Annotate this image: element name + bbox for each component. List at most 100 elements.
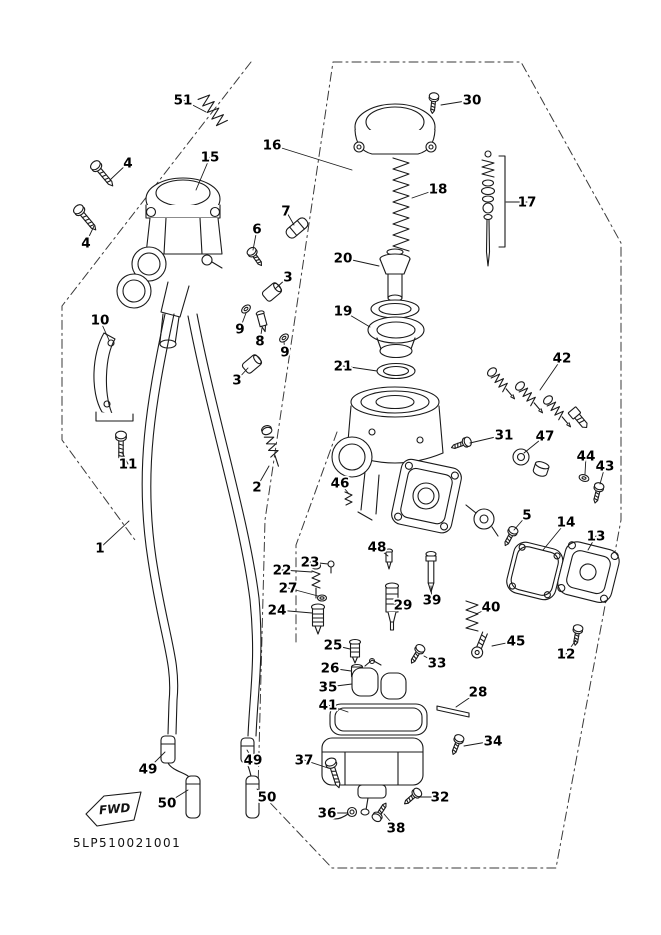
callout-18: 18 [429, 182, 448, 198]
leader-line-4 [85, 225, 95, 244]
callout-22: 22 [273, 563, 292, 579]
leader-line-25 [332, 644, 351, 650]
pin-28 [436, 705, 470, 718]
callout-43: 43 [596, 459, 615, 475]
leader-line-41 [327, 704, 349, 713]
leader-line-4 [109, 162, 129, 181]
callout-50: 50 [258, 790, 277, 806]
leader-line-5 [513, 514, 528, 531]
screw-33 [406, 642, 427, 667]
pilot-jet-25 [348, 638, 362, 664]
callout-27: 27 [279, 581, 298, 597]
screw-30 [426, 91, 440, 115]
callout-12: 12 [557, 647, 576, 663]
diaphragm-boot-19 [367, 316, 425, 359]
left-carburetor-assembly [116, 177, 223, 349]
leader-line-9 [283, 341, 286, 353]
pilot-screw-set [310, 560, 335, 635]
callout-13: 13 [587, 529, 606, 545]
callout-3: 3 [232, 373, 241, 389]
callout-leader-lines [85, 99, 606, 829]
leader-line-38 [383, 813, 397, 829]
callout-33: 33 [428, 656, 447, 672]
leader-line-44 [584, 455, 587, 475]
leader-line-24 [276, 609, 313, 614]
oring-9a [241, 304, 251, 314]
callout-16: 16 [263, 138, 282, 154]
leader-line-21 [342, 365, 378, 372]
diaphragm-assembly-20 [370, 248, 420, 319]
screw-43 [589, 481, 606, 505]
oring-9b [279, 333, 289, 343]
leader-line-22 [281, 569, 313, 573]
leader-line-11 [121, 451, 129, 465]
screw-4a [88, 158, 118, 190]
fuel-hoses [141, 313, 262, 819]
leader-line-15 [195, 156, 211, 191]
screw-31 [449, 435, 474, 453]
jet-8 [255, 310, 268, 333]
leader-line-30 [440, 99, 473, 106]
leader-line-31 [469, 434, 505, 444]
callout-24: 24 [268, 603, 287, 619]
callout-21: 21 [334, 359, 353, 375]
leader-line-28 [455, 691, 479, 708]
screw-6 [245, 245, 266, 269]
leader-line-9 [239, 312, 247, 330]
leader-line-7 [285, 210, 295, 226]
callout-11: 11 [119, 457, 138, 473]
callout-15: 15 [201, 150, 220, 166]
float-35 [351, 657, 407, 700]
callout-29: 29 [394, 598, 413, 614]
callout-46: 46 [331, 476, 350, 492]
leader-line-35 [327, 683, 353, 688]
leader-line-48 [376, 546, 389, 557]
leader-line-20 [342, 257, 380, 267]
leader-line-49 [147, 751, 166, 770]
callout-49: 49 [244, 753, 263, 769]
screw-45 [471, 631, 488, 659]
leader-line-40 [475, 606, 492, 615]
leader-line-42 [539, 357, 563, 391]
oring-36 [330, 806, 358, 820]
gasket-41 [329, 703, 428, 736]
leader-line-46 [339, 482, 350, 495]
cover-plate-13 [557, 541, 620, 603]
callout-9: 9 [280, 345, 289, 361]
callout-30: 30 [463, 93, 482, 109]
leader-line-43 [599, 465, 606, 485]
leader-line-1 [99, 520, 130, 549]
callout-7: 7 [281, 204, 290, 220]
callout-9: 9 [235, 322, 244, 338]
drawing-number: 5LP510021001 [73, 836, 181, 850]
callout-25: 25 [324, 638, 343, 654]
leader-line-49 [246, 749, 254, 761]
callout-38: 38 [387, 821, 406, 837]
callout-47: 47 [536, 429, 555, 445]
spring-51 [197, 94, 228, 127]
leader-line-2 [256, 465, 270, 488]
callout-6: 6 [252, 222, 261, 238]
leader-line-16 [271, 144, 353, 171]
washer-44 [578, 474, 590, 482]
callout-39: 39 [423, 593, 442, 609]
callout-40: 40 [482, 600, 501, 616]
leader-line-50 [166, 789, 189, 804]
washer-set-47 [512, 448, 550, 477]
leader-line-39 [430, 585, 433, 601]
vacuum-chamber-cover [353, 103, 437, 155]
callout-41: 41 [319, 698, 338, 714]
callout-23: 23 [301, 555, 320, 571]
callout-31: 31 [495, 428, 514, 444]
callout-36: 36 [318, 806, 337, 822]
callout-4: 4 [123, 156, 132, 172]
leader-line-33 [423, 655, 438, 664]
leader-line-27 [287, 587, 319, 597]
callout-8: 8 [255, 334, 264, 350]
leader-line-12 [565, 639, 577, 655]
callout-3: 3 [283, 270, 292, 286]
screw-4b [71, 202, 101, 234]
callout-26: 26 [321, 661, 340, 677]
